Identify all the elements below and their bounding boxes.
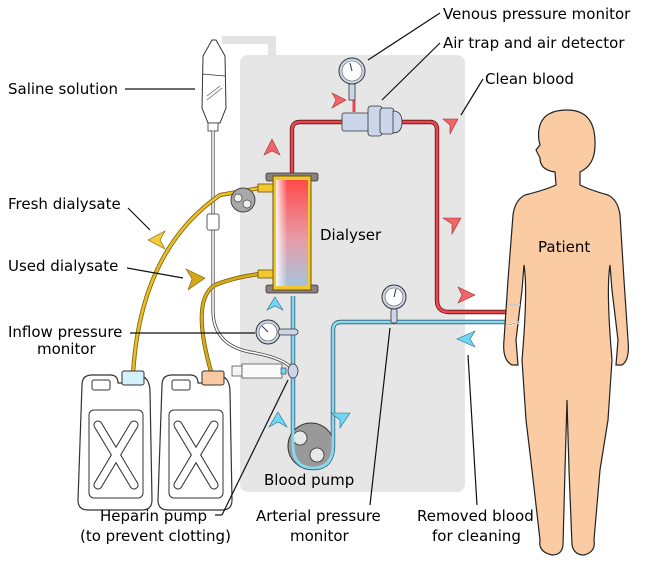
flow-arrows — [147, 92, 476, 429]
leader-lines — [125, 12, 484, 516]
label-venous-pressure-monitor: Venous pressure monitor — [443, 5, 631, 23]
blood-pump — [287, 420, 335, 470]
label-arterial-pressure-monitor-2: monitor — [290, 527, 350, 545]
label-inflow-pressure-monitor-2: monitor — [37, 340, 97, 358]
arrow-up-blue-icon — [266, 296, 284, 311]
label-fresh-dialysate: Fresh dialysate — [8, 195, 121, 213]
label-inflow-pressure-monitor: Inflow pressure — [8, 323, 122, 341]
label-saline-solution: Saline solution — [8, 80, 118, 98]
dialysate-valve — [230, 187, 256, 213]
clean-blood-line — [289, 100, 512, 315]
saline-bag — [201, 39, 295, 372]
arrow-right-red-icon-2 — [457, 286, 476, 304]
label-patient: Patient — [538, 238, 590, 256]
label-blood-pump: Blood pump — [264, 471, 354, 489]
dialysate-tubes — [130, 185, 261, 376]
machine-panel — [222, 36, 465, 492]
dialyser — [257, 172, 319, 294]
arrow-left-blue-icon — [456, 330, 476, 348]
label-removed-blood-2: for cleaning — [432, 527, 521, 545]
label-clean-blood: Clean blood — [485, 70, 574, 88]
used-dialysate-can — [157, 370, 233, 511]
label-used-dialysate: Used dialysate — [8, 257, 118, 275]
arrow-down-red-icon-2 — [442, 217, 462, 236]
arterial-pressure-gauge — [381, 284, 407, 324]
label-heparin-pump: Heparin pump — [100, 507, 207, 525]
venous-pressure-gauge — [338, 57, 366, 101]
air-trap — [341, 105, 403, 137]
heparin-syringe — [231, 363, 299, 379]
arrow-dialysate-used-icon — [185, 268, 206, 291]
label-arterial-pressure-monitor: Arterial pressure — [256, 507, 381, 525]
arrow-down-blue-icon — [330, 412, 351, 429]
arrow-right-red-icon — [331, 92, 347, 109]
inflow-pressure-gauge — [255, 319, 299, 345]
label-heparin-pump-2: (to prevent clotting) — [80, 527, 231, 545]
arrow-down-red-icon — [442, 118, 459, 135]
fresh-dialysate-can — [77, 370, 153, 511]
label-removed-blood: Removed blood — [417, 507, 534, 525]
label-air-trap: Air trap and air detector — [443, 34, 625, 52]
patient-figure — [503, 109, 629, 556]
arrow-up-blue-icon-2 — [268, 411, 288, 428]
label-dialyser: Dialyser — [320, 226, 382, 244]
arrow-up-red-icon — [263, 138, 281, 156]
arrow-dialysate-fresh-icon — [147, 230, 166, 250]
